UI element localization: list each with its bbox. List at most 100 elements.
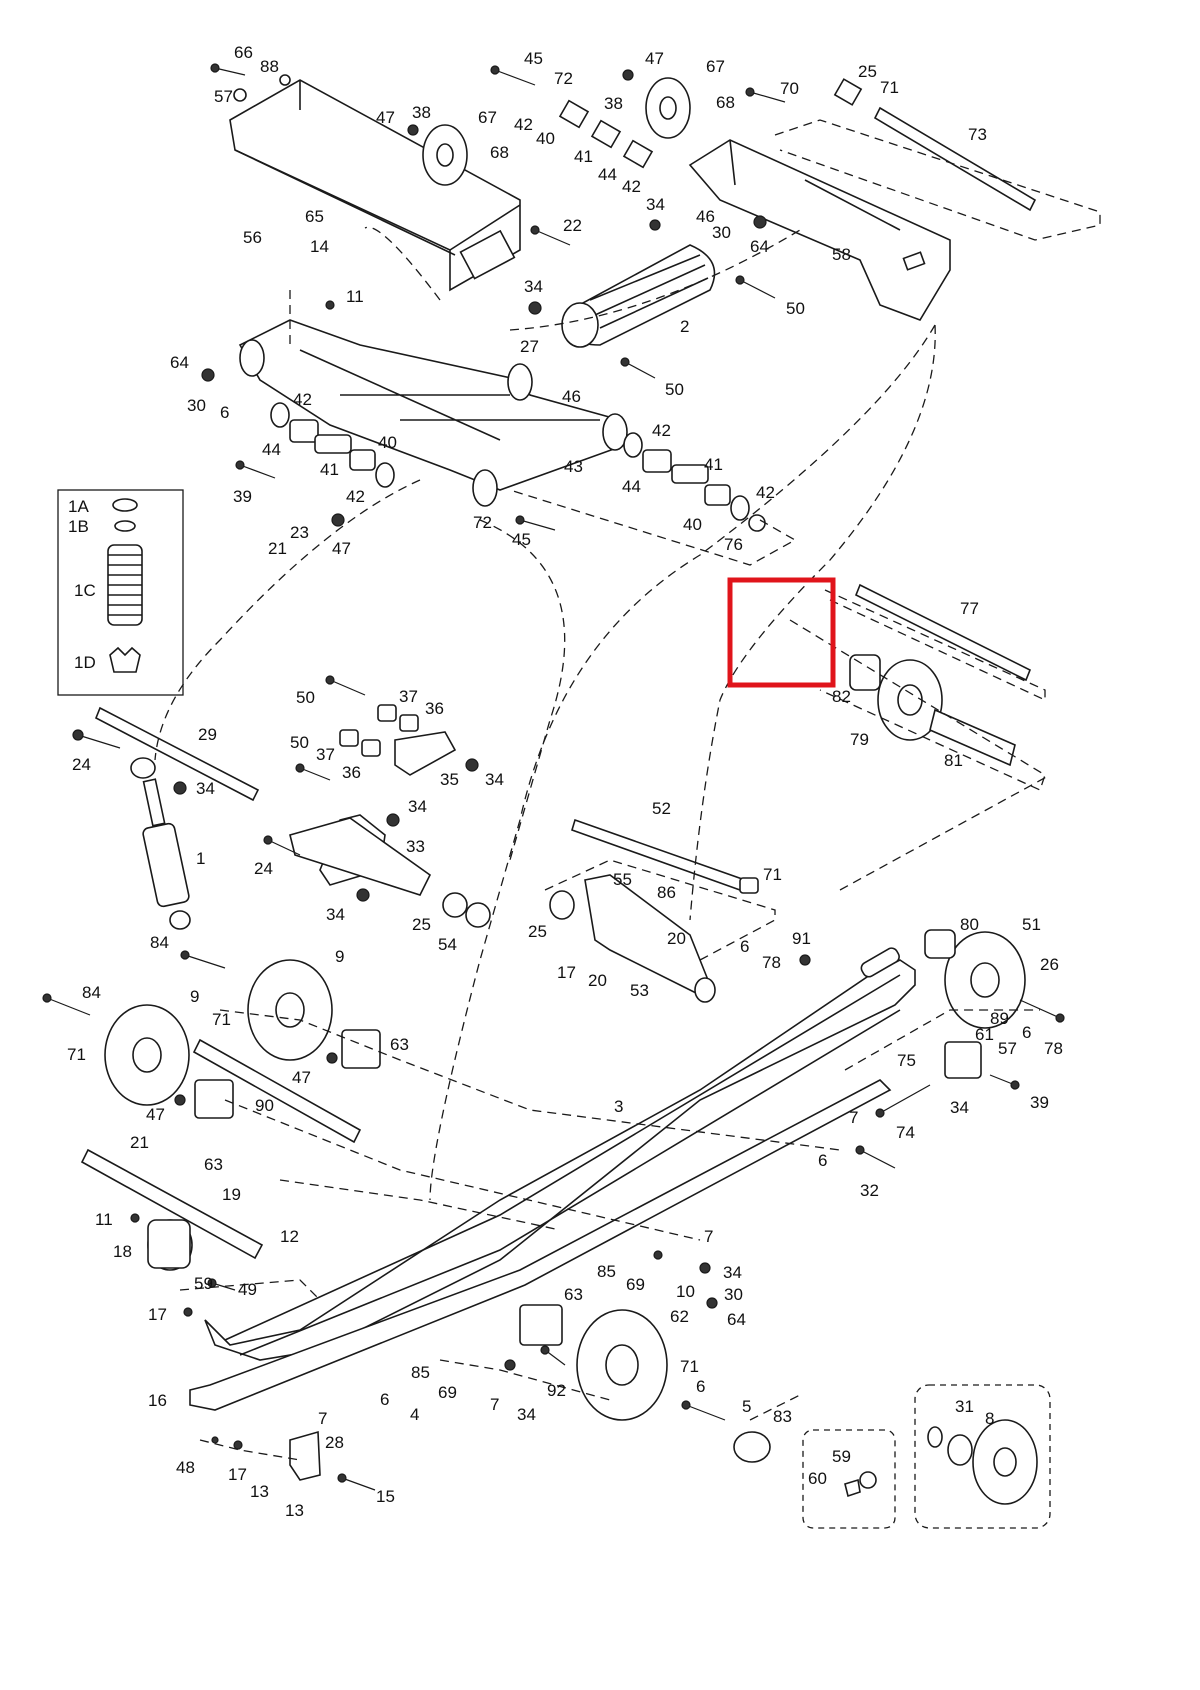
inset-59-60 — [802, 1429, 896, 1529]
label-43: 43 — [564, 457, 583, 476]
label-63: 63 — [564, 1285, 583, 1304]
label-20: 20 — [588, 971, 607, 990]
label-34: 34 — [408, 797, 427, 816]
label-83: 83 — [773, 1407, 792, 1426]
label-50: 50 — [665, 380, 684, 399]
label-34: 34 — [326, 905, 345, 924]
label-40: 40 — [536, 129, 555, 148]
label-34: 34 — [646, 195, 665, 214]
label-30: 30 — [712, 223, 731, 242]
label-57: 57 — [214, 87, 233, 106]
label-1B: 1B — [68, 517, 89, 536]
label-11: 11 — [95, 1210, 113, 1229]
shaft-90 — [192, 1038, 362, 1144]
label-6: 6 — [1022, 1023, 1031, 1042]
label-6: 6 — [380, 1390, 389, 1409]
label-47: 47 — [332, 539, 351, 558]
label-34: 34 — [196, 779, 215, 798]
bracket-53 — [549, 874, 716, 1003]
bushings-a-frame — [270, 402, 766, 532]
inset-31-8 — [914, 1384, 1051, 1529]
label-26: 26 — [1040, 955, 1059, 974]
label-25: 25 — [528, 922, 547, 941]
label-90: 90 — [255, 1096, 274, 1115]
label-35: 35 — [440, 770, 459, 789]
cap-83 — [733, 1431, 771, 1463]
label-89: 89 — [990, 1009, 1009, 1028]
label-15: 15 — [376, 1487, 395, 1506]
rail-3 — [189, 947, 916, 1411]
label-68: 68 — [716, 93, 735, 112]
label-85: 85 — [597, 1262, 616, 1281]
label-36: 36 — [425, 699, 444, 718]
label-49: 49 — [238, 1280, 257, 1299]
label-30: 30 — [187, 396, 206, 415]
label-72: 72 — [554, 69, 573, 88]
label-7: 7 — [318, 1409, 327, 1428]
label-71: 71 — [680, 1357, 699, 1376]
label-61: 61 — [975, 1025, 994, 1044]
label-3: 3 — [614, 1097, 623, 1116]
label-22: 22 — [563, 216, 582, 235]
label-70: 70 — [780, 79, 799, 98]
idler-wheel-67a — [422, 124, 468, 186]
block-63c — [519, 1304, 563, 1346]
label-73: 73 — [968, 125, 987, 144]
label-11: 11 — [346, 287, 364, 306]
label-79: 79 — [850, 730, 869, 749]
label-42: 42 — [622, 177, 641, 196]
label-44: 44 — [622, 477, 641, 496]
label-42: 42 — [346, 487, 365, 506]
label-42: 42 — [514, 115, 533, 134]
label-25: 25 — [858, 62, 877, 81]
label-77: 77 — [960, 599, 979, 618]
label-48: 48 — [176, 1458, 195, 1477]
label-45: 45 — [524, 49, 543, 68]
label-59: 59 — [832, 1447, 851, 1466]
label-14: 14 — [310, 237, 329, 256]
label-47: 47 — [146, 1105, 165, 1124]
label-47: 47 — [376, 108, 395, 127]
label-20: 20 — [667, 929, 686, 948]
label-7: 7 — [849, 1108, 858, 1127]
block-63a — [194, 1079, 234, 1119]
label-80: 80 — [960, 915, 979, 934]
label-63: 63 — [390, 1035, 409, 1054]
label-84: 84 — [150, 933, 169, 952]
label-16: 16 — [148, 1391, 167, 1410]
assembly-guides — [154, 119, 1101, 1461]
label-71: 71 — [212, 1010, 231, 1029]
label-6: 6 — [220, 403, 229, 422]
label-1A: 1A — [68, 497, 89, 516]
label-13: 13 — [285, 1501, 304, 1520]
shaft-29 — [94, 706, 260, 802]
label-41: 41 — [704, 455, 723, 474]
label-91: 91 — [792, 929, 811, 948]
label-34: 34 — [517, 1405, 536, 1424]
label-71: 71 — [763, 865, 782, 884]
label-1D: 1D — [74, 653, 96, 672]
label-84: 84 — [82, 983, 101, 1002]
label-63: 63 — [204, 1155, 223, 1174]
bracket-28 — [289, 1430, 321, 1481]
label-86: 86 — [657, 883, 676, 902]
rear-arm-58 — [688, 139, 951, 321]
label-47: 47 — [645, 49, 664, 68]
label-47: 47 — [292, 1068, 311, 1087]
label-28: 28 — [325, 1433, 344, 1452]
label-2: 2 — [680, 317, 689, 336]
label-18: 18 — [113, 1242, 132, 1261]
label-9: 9 — [190, 987, 199, 1006]
label-34: 34 — [485, 770, 504, 789]
label-29: 29 — [198, 725, 217, 744]
label-32: 32 — [860, 1181, 879, 1200]
label-37: 37 — [399, 687, 418, 706]
label-42: 42 — [756, 483, 775, 502]
road-wheel-9a — [104, 1004, 190, 1106]
shaft-73 — [873, 106, 1037, 212]
spring-2 — [561, 244, 716, 348]
label-64: 64 — [727, 1310, 746, 1329]
label-13: 13 — [250, 1482, 269, 1501]
label-1: 1 — [196, 849, 205, 868]
